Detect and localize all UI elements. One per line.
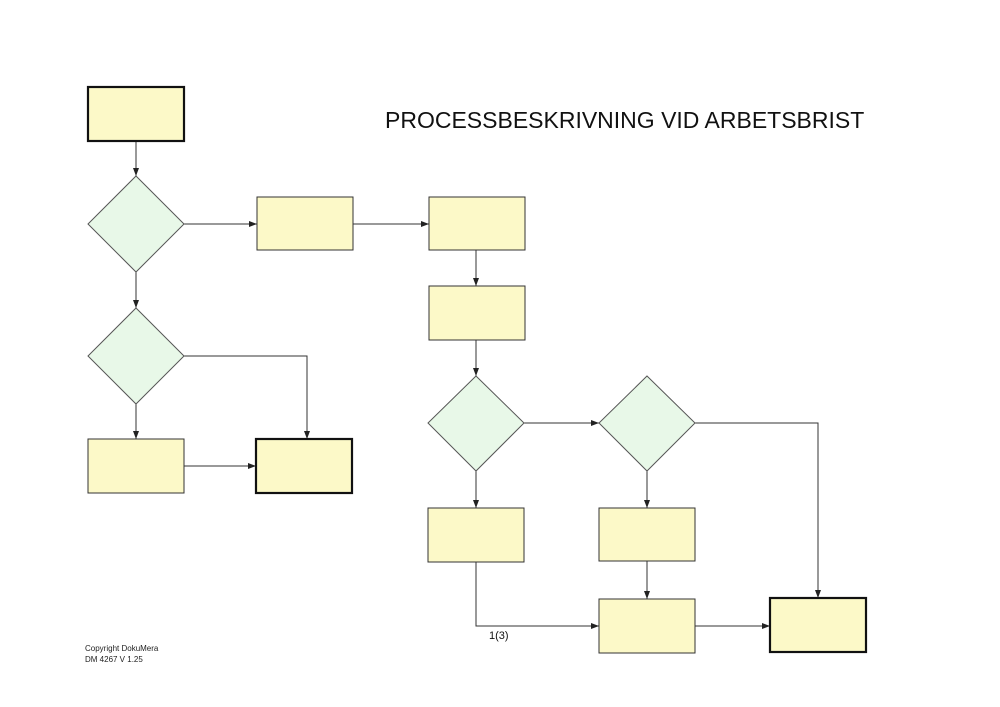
process-box-c: [428, 196, 526, 251]
end-box-h: [254, 437, 354, 495]
start-box: [86, 85, 186, 143]
decision-diamond-1: [87, 175, 185, 273]
process-box-e: [427, 507, 525, 563]
process-box-f: [598, 507, 696, 562]
process-box-i: [598, 598, 696, 654]
end-box-k: [768, 596, 868, 654]
process-box-d: [428, 285, 526, 341]
connector-decision-2-to-end-h: [184, 355, 310, 439]
page-indicator: 1(3): [489, 630, 509, 642]
decision-diamond-4: [598, 375, 696, 472]
process-box-g: [87, 438, 185, 494]
connector-step-e-to-step-i: [475, 562, 599, 629]
decision-diamond-3: [427, 375, 525, 472]
document-version: DM 4267 V 1.25: [85, 655, 143, 664]
process-box-b: [256, 196, 354, 251]
connector-decision-4-to-end-k: [695, 422, 821, 598]
copyright-text: Copyright DokuMera: [85, 644, 159, 653]
decision-diamond-2: [87, 307, 185, 405]
document-title: PROCESSBESKRIVNING VID ARBETSBRIST: [385, 107, 864, 133]
